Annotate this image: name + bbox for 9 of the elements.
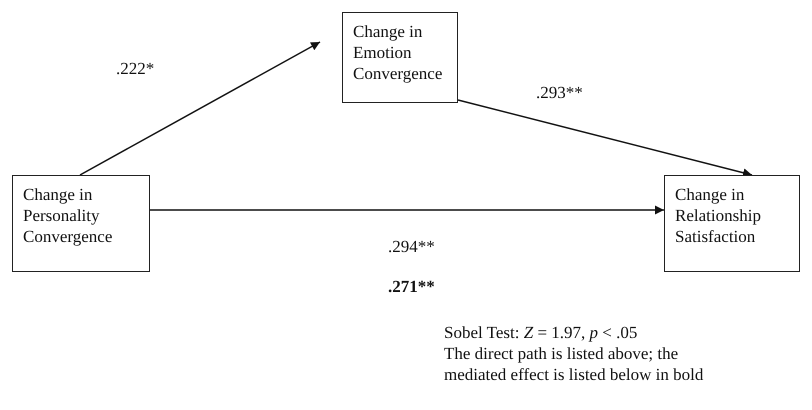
arrow bbox=[150, 206, 664, 214]
arrow bbox=[458, 99, 752, 178]
arrow bbox=[80, 41, 320, 176]
variable-box: Change in Emotion Convergence bbox=[342, 12, 458, 103]
path-coefficient: .271** bbox=[388, 276, 435, 297]
variable-box: Change in Personality Convergence bbox=[12, 175, 150, 272]
note-text: The direct path is listed above; the mediated effect is listed below in bold bbox=[444, 343, 704, 385]
test-note: Sobel Test: Z = 1.97, p < .05 bbox=[444, 322, 638, 343]
variable-box: Change in Relationship Satisfaction bbox=[664, 175, 800, 272]
